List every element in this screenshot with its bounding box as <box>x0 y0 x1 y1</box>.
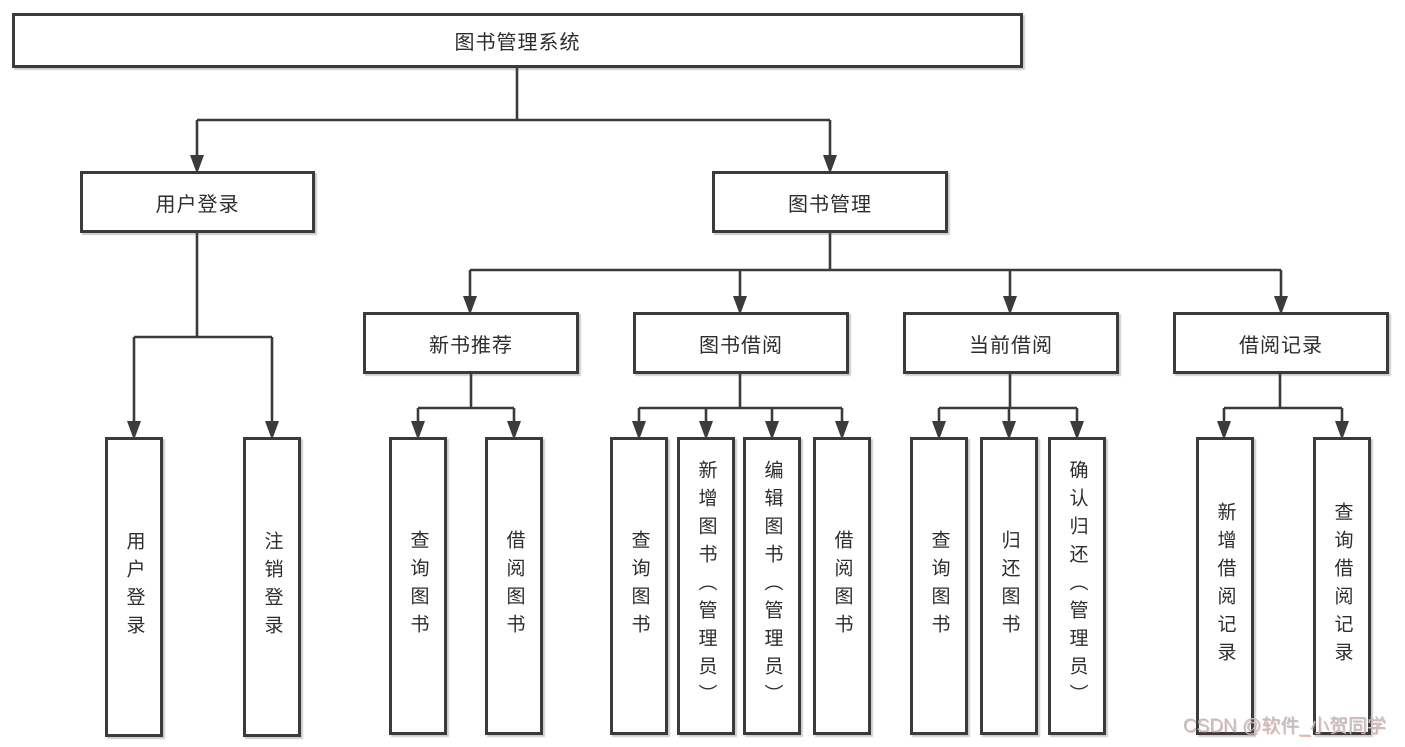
leaf-bb-borrow-books: 借阅图书 <box>813 437 871 735</box>
leaf-cb-confirm-return-admin: 确认归还（管理员） <box>1048 437 1106 735</box>
node-book-borrow-label: 图书借阅 <box>699 334 783 357</box>
leaf-bb-query-books-label: 查询图书 <box>628 530 650 642</box>
leaf-nbr-query-books-label: 查询图书 <box>407 530 429 642</box>
leaf-bb-borrow-books-label: 借阅图书 <box>831 530 853 642</box>
node-current-borrow: 当前借阅 <box>903 312 1119 374</box>
node-borrow-records: 借阅记录 <box>1173 312 1389 374</box>
node-user-login: 用户登录 <box>80 171 315 233</box>
node-new-book-recommend: 新书推荐 <box>363 312 579 374</box>
node-current-borrow-label: 当前借阅 <box>969 334 1053 357</box>
leaf-user-login: 用户登录 <box>105 437 163 737</box>
leaf-bb-add-books-admin: 新增图书（管理员） <box>677 437 735 735</box>
leaf-bb-edit-books-admin: 编辑图书（管理员） <box>743 437 801 735</box>
csdn-watermark: CSDN @软件_小贺同学 <box>1183 716 1386 737</box>
leaf-bb-query-books: 查询图书 <box>610 437 668 735</box>
leaf-bb-edit-books-admin-label: 编辑图书（管理员） <box>761 460 783 712</box>
node-book-borrow: 图书借阅 <box>633 312 849 374</box>
leaf-br-query-record: 查询借阅记录 <box>1313 437 1371 735</box>
node-borrow-records-label: 借阅记录 <box>1239 334 1323 357</box>
leaf-cb-query-books: 查询图书 <box>910 437 968 735</box>
leaf-cb-return-books-label: 归还图书 <box>998 530 1020 642</box>
leaf-nbr-query-books: 查询图书 <box>389 437 447 735</box>
leaf-cb-query-books-label: 查询图书 <box>928 530 950 642</box>
leaf-logout-login-label: 注销登录 <box>261 531 283 643</box>
leaf-br-add-record-label: 新增借阅记录 <box>1214 502 1236 670</box>
leaf-br-add-record: 新增借阅记录 <box>1196 437 1254 735</box>
leaf-logout-login: 注销登录 <box>243 437 301 737</box>
leaf-cb-return-books: 归还图书 <box>980 437 1038 735</box>
node-new-book-recommend-label: 新书推荐 <box>429 334 513 357</box>
leaf-cb-confirm-return-admin-label: 确认归还（管理员） <box>1066 460 1088 712</box>
leaf-nbr-borrow-books-label: 借阅图书 <box>503 530 525 642</box>
leaf-nbr-borrow-books: 借阅图书 <box>485 437 543 735</box>
leaf-br-query-record-label: 查询借阅记录 <box>1331 502 1353 670</box>
leaf-bb-add-books-admin-label: 新增图书（管理员） <box>695 460 717 712</box>
node-root-system-label: 图书管理系统 <box>454 32 581 54</box>
node-book-management: 图书管理 <box>712 171 948 233</box>
leaf-user-login-label: 用户登录 <box>123 531 145 643</box>
node-user-login-label: 用户登录 <box>155 193 240 216</box>
node-book-management-label: 图书管理 <box>788 193 872 216</box>
node-root-system: 图书管理系统 <box>12 13 1023 68</box>
